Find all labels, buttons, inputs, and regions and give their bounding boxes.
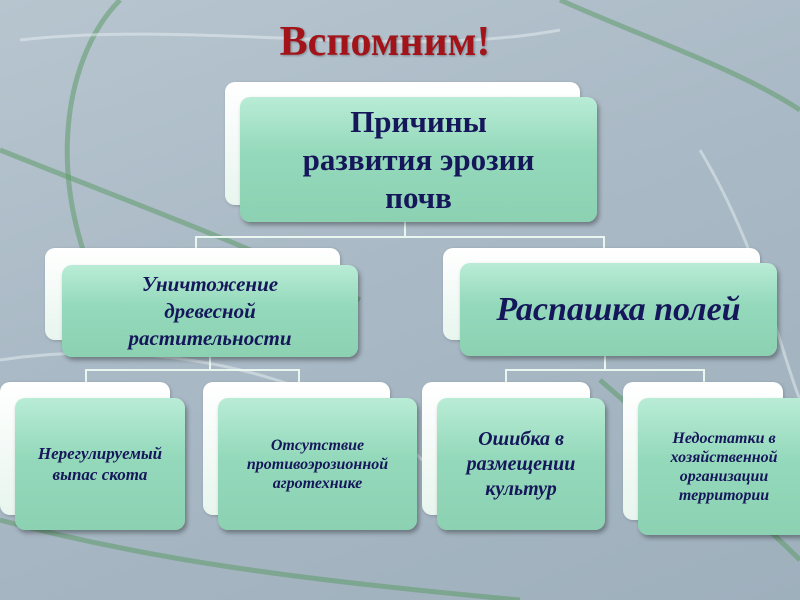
leaf-label: Ошибка в размещении культур xyxy=(466,427,576,500)
connector xyxy=(505,369,705,371)
root-box: Причины развития эрозии почв xyxy=(240,97,597,222)
branch-box-deforestation: Уничтожение древесной растительности xyxy=(62,265,358,357)
connector xyxy=(195,236,197,250)
connector xyxy=(604,356,606,370)
leaf-box-grazing: Нерегулируемый выпас скота xyxy=(15,398,185,530)
slide-title: Вспомним! xyxy=(279,19,491,65)
connector xyxy=(85,369,87,383)
root-label: Причины развития эрозии почв xyxy=(302,103,535,215)
connector xyxy=(404,222,406,237)
connector xyxy=(209,356,211,370)
leaf-box-crops: Ошибка в размещении культур xyxy=(437,398,605,530)
leaf-label: Отсутствие противоэрозионной агротехнике xyxy=(246,436,389,492)
leaf-box-territory: Недостатки в хозяйственной организации т… xyxy=(638,398,800,535)
branch-label: Распашка полей xyxy=(496,290,741,328)
connector xyxy=(195,236,605,238)
connector xyxy=(85,369,300,371)
connector xyxy=(703,369,705,383)
connector xyxy=(603,236,605,250)
leaf-box-agrotech: Отсутствие противоэрозионной агротехнике xyxy=(218,398,417,530)
connector xyxy=(505,369,507,383)
branch-box-plowing: Распашка полей xyxy=(460,263,777,356)
leaf-label: Недостатки в хозяйственной организации т… xyxy=(670,429,778,504)
branch-label: Уничтожение древесной растительности xyxy=(128,271,292,350)
leaf-label: Нерегулируемый выпас скота xyxy=(37,444,163,484)
connector xyxy=(298,369,300,383)
